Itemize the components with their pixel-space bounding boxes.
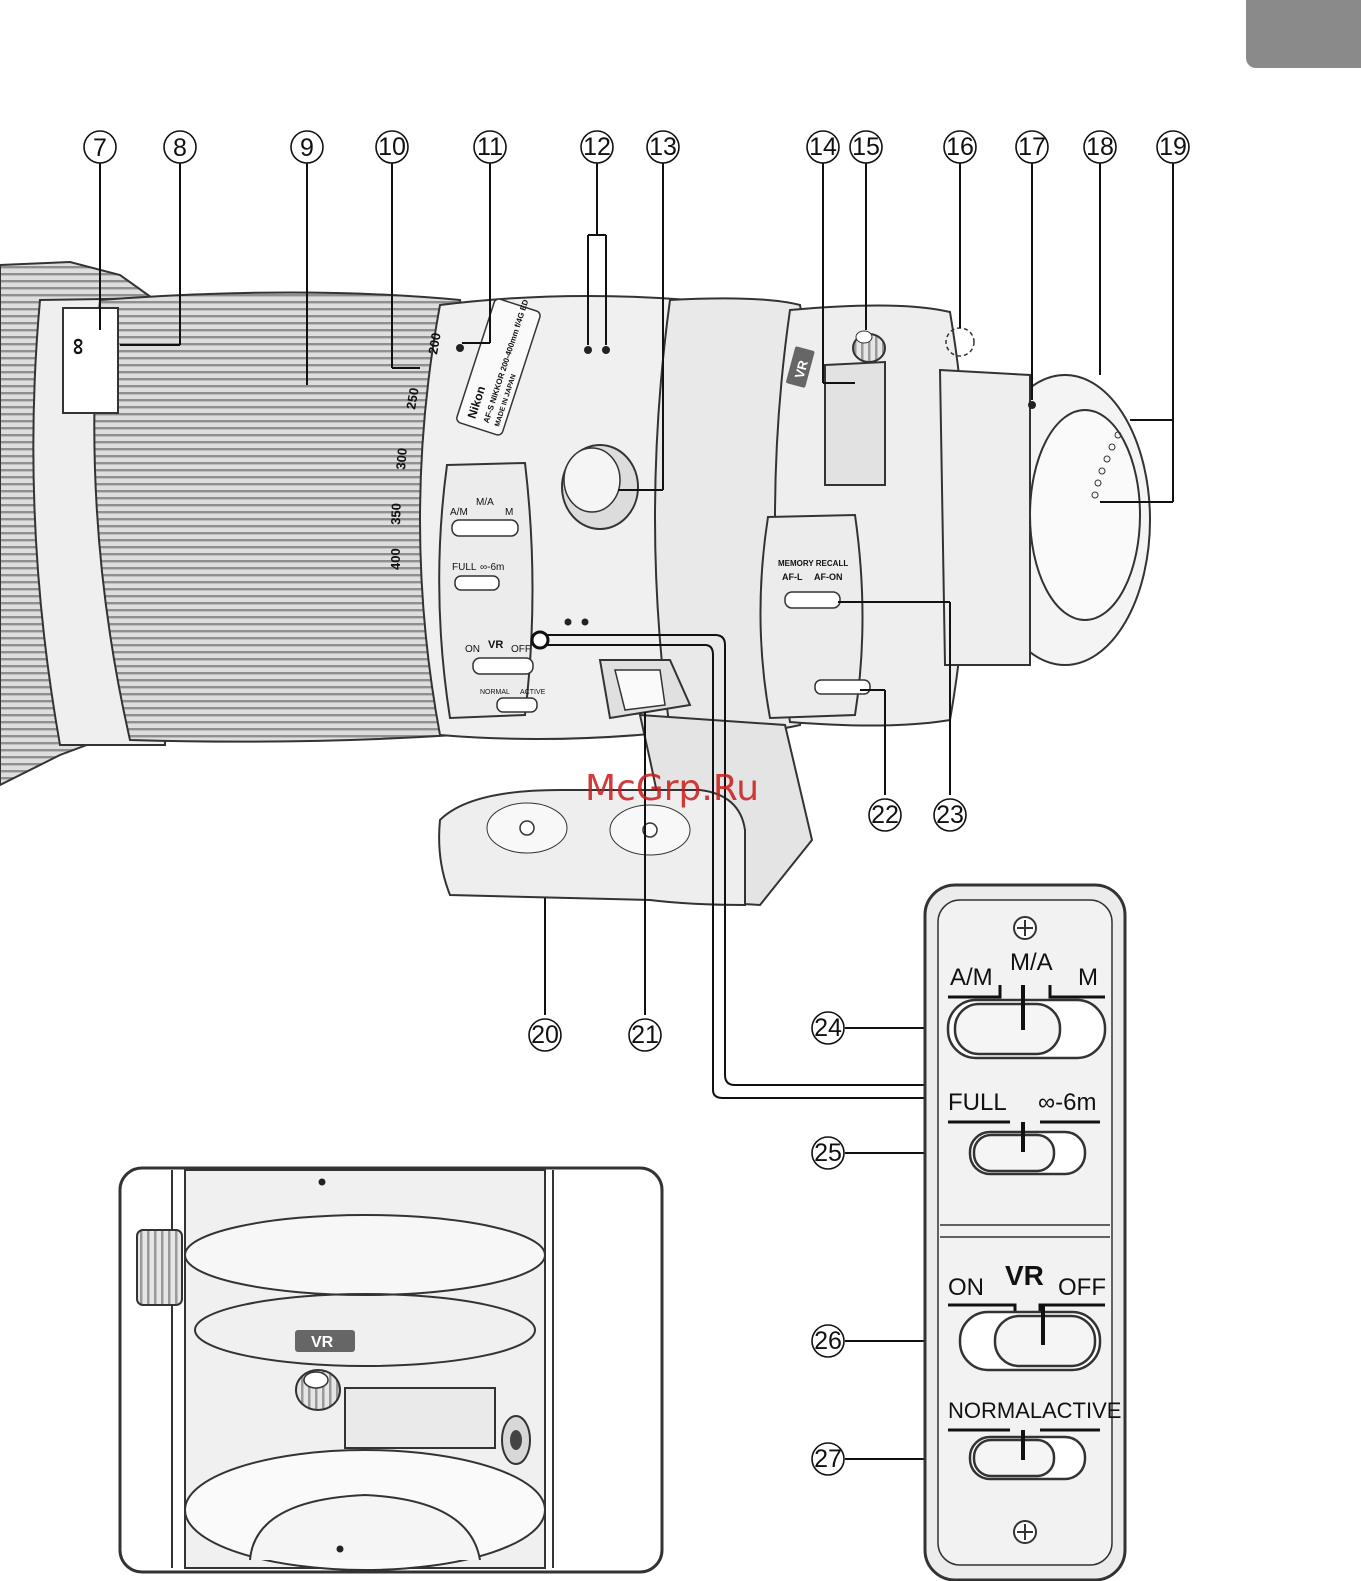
svg-text:8: 8 [173, 134, 187, 162]
svg-text:21: 21 [631, 1021, 659, 1049]
callout-11: 11 [474, 131, 506, 163]
memory-afl-label: AF-L [782, 572, 803, 582]
inset-set-button [502, 1416, 530, 1464]
lens-af-am: A/M [450, 507, 468, 518]
svg-text:16: 16 [946, 133, 974, 161]
screw-icon [1014, 917, 1036, 939]
vr-mode-normal: NORMAL [948, 1398, 1042, 1423]
svg-text:17: 17 [1018, 133, 1046, 161]
lens-vr-title: VR [488, 639, 503, 651]
zoom-index [456, 344, 464, 352]
inset-vr-badge: VR [295, 1330, 355, 1352]
svg-text:22: 22 [871, 801, 899, 829]
callout-12: 12 [581, 131, 613, 163]
callout-23: 23 [934, 799, 966, 831]
tripod-collar-lock-knob [562, 445, 638, 529]
lens-limit-range: ∞-6m [480, 562, 504, 573]
svg-text:13: 13 [649, 133, 677, 161]
callout-20: 20 [529, 1019, 561, 1051]
mount-inner [1030, 410, 1140, 620]
memory-recall-label: MEMORY RECALL [778, 559, 848, 568]
distance-scale-window [63, 308, 118, 413]
callout-22: 22 [869, 799, 901, 831]
svg-text:9: 9 [300, 134, 314, 162]
svg-text:18: 18 [1086, 133, 1114, 161]
inset-set-screw [296, 1370, 340, 1410]
lens-vr-on: ON [465, 644, 480, 655]
callout-14: 14 [807, 131, 839, 163]
callout-9: 9 [291, 131, 323, 163]
vr-on: ON [948, 1274, 984, 1301]
af-mode-ma: M/A [1010, 949, 1053, 976]
callout-17: 17 [1016, 131, 1048, 163]
callout-18: 18 [1084, 131, 1116, 163]
callout-24: 24 [812, 1012, 844, 1044]
af-mode-am: A/M [950, 964, 993, 991]
mounting-index [1028, 401, 1036, 409]
svg-text:23: 23 [936, 801, 964, 829]
connector-origin [532, 632, 548, 648]
af-mode-slider [955, 1004, 1060, 1054]
svg-text:24: 24 [814, 1014, 842, 1042]
lens-mode-active: ACTIVE [520, 689, 546, 696]
inset-knob [137, 1230, 182, 1305]
callout-10: 10 [376, 131, 408, 163]
memory-recall-switch-panel: MEMORY RECALL AF-L AF-ON [760, 515, 870, 718]
vr-title: VR [1005, 1260, 1044, 1291]
callout-16: 16 [944, 131, 976, 163]
watermark: McGrp.Ru [585, 768, 759, 809]
lens-af-m: M [505, 507, 513, 518]
focal-mark-350: 350 [388, 503, 404, 525]
svg-text:VR: VR [311, 1334, 334, 1351]
svg-text:10: 10 [378, 133, 406, 161]
distance-infinity-mark: ∞ [64, 338, 91, 355]
callout-21: 21 [629, 1019, 661, 1051]
screw-icon [1014, 1521, 1036, 1543]
svg-text:20: 20 [531, 1021, 559, 1049]
vr-off: OFF [1058, 1274, 1106, 1301]
hood-mount-index [602, 346, 610, 354]
vr-mode-active: ACTIVE [1042, 1398, 1121, 1423]
callout-8: 8 [164, 131, 196, 163]
callout-15: 15 [850, 131, 882, 163]
focus-limit-full: FULL [948, 1089, 1007, 1116]
callout-7: 7 [84, 131, 116, 163]
svg-text:25: 25 [814, 1139, 842, 1167]
memory-afon-label: AF-ON [814, 572, 843, 582]
af-mode-m: M [1078, 964, 1098, 991]
vr-mode-slider [974, 1440, 1054, 1476]
inset-memory-plate [345, 1388, 495, 1448]
lens-body: ∞ 200 250 300 350 400 Nikon AF-S NIKKOR … [0, 262, 1150, 905]
inset-detail: VR [120, 1168, 662, 1572]
callout-26: 26 [812, 1325, 844, 1357]
callout-13: 13 [647, 131, 679, 163]
svg-text:11: 11 [477, 133, 503, 161]
focus-limit-slider [974, 1135, 1054, 1171]
callout-27: 27 [812, 1443, 844, 1475]
svg-text:15: 15 [852, 133, 880, 161]
svg-text:7: 7 [93, 134, 107, 162]
svg-text:12: 12 [583, 133, 611, 161]
focal-mark-400: 400 [388, 548, 403, 570]
svg-text:14: 14 [809, 133, 837, 161]
mount-barrel [940, 370, 1030, 665]
callout-19: 19 [1157, 131, 1189, 163]
lens-mode-normal: NORMAL [480, 689, 510, 696]
focus-limit-range: ∞-6m [1038, 1089, 1096, 1116]
svg-text:19: 19 [1159, 133, 1187, 161]
hood-mount-index [584, 346, 592, 354]
memory-recall-button [825, 362, 885, 485]
lens-af-ma: M/A [476, 497, 494, 508]
lens-limit-full: FULL [452, 562, 477, 573]
af-mode-switch: A/M M/A M [948, 949, 1105, 1058]
lens-vr-off: OFF [511, 644, 531, 655]
switch-panel-enlarged: A/M M/A M FULL ∞-6m ON VR OFF [925, 885, 1125, 1580]
callout-25: 25 [812, 1137, 844, 1169]
svg-text:26: 26 [814, 1327, 842, 1355]
focal-mark-300: 300 [393, 447, 410, 470]
svg-text:27: 27 [814, 1445, 842, 1473]
